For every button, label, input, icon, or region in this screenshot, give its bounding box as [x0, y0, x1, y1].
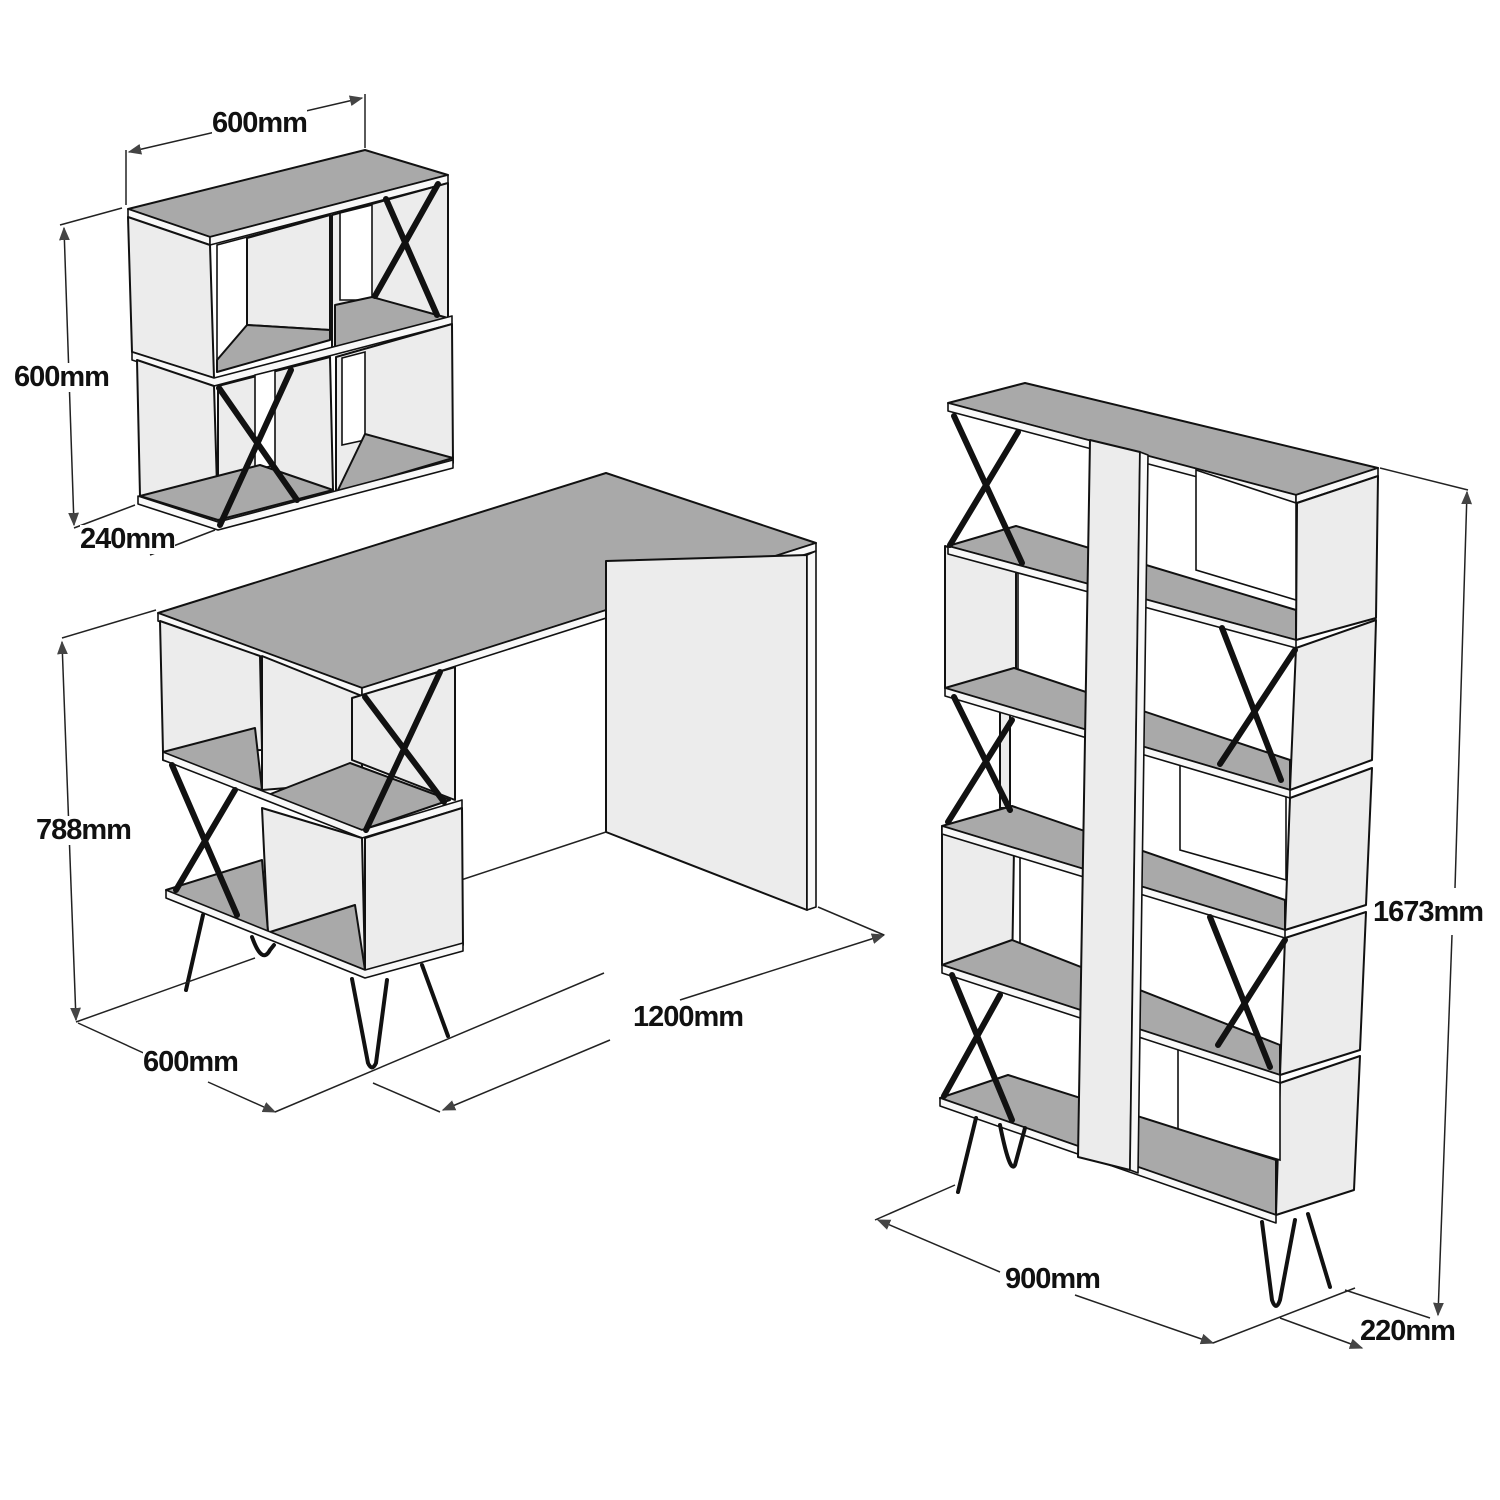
bookcase-width-label: 900mm	[1005, 1263, 1101, 1295]
desk-drawing	[157, 472, 817, 1070]
bookcase-depth-label: 220mm	[1360, 1315, 1456, 1347]
desk-width-label: 1200mm	[633, 1001, 744, 1033]
wall-shelf-width-label: 600mm	[212, 107, 308, 139]
desk-dimension-lines	[57, 609, 886, 1113]
desk-height-label: 788mm	[36, 814, 132, 846]
bookcase-dimension-lines	[874, 467, 1473, 1349]
wall-shelf-depth-label: 240mm	[80, 523, 176, 555]
bookcase-height-label: 1673mm	[1373, 896, 1484, 928]
desk-depth-label: 600mm	[143, 1046, 239, 1078]
bookcase-drawing	[939, 382, 1379, 1308]
wall-shelf-height-label: 600mm	[14, 361, 110, 393]
wall-shelf-drawing	[127, 149, 454, 531]
